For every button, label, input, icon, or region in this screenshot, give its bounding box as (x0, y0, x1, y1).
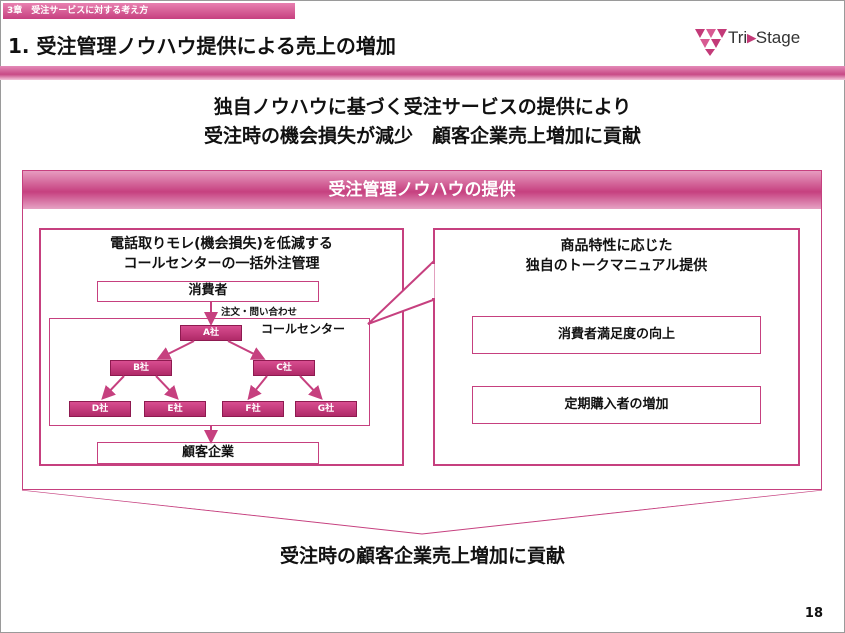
left-panel (39, 228, 404, 466)
chapter-tab: 3章 受注サービスに対する考え方 (3, 3, 295, 19)
page-title: 1. 受注管理ノウハウ提供による売上の増加 (8, 34, 396, 58)
satisfaction-box: 消費者満足度の向上 (472, 316, 761, 354)
regular-buyers-box: 定期購入者の増加 (472, 386, 761, 424)
headline-line1: 独自ノウハウに基づく受注サービスの提供により (213, 96, 632, 118)
company-f: F社 (222, 401, 284, 417)
company-d: D社 (69, 401, 131, 417)
company-c: C社 (253, 360, 315, 376)
page-number: 18 (804, 606, 823, 621)
client-company-box: 顧客企業 (97, 442, 319, 464)
logo-text-stage: Stage (755, 28, 801, 47)
company-g: G社 (295, 401, 357, 417)
consumer-box: 消費者 (97, 281, 319, 302)
main-box-title: 受注管理ノウハウの提供 (23, 171, 821, 209)
call-center-label: コールセンター (261, 322, 346, 336)
right-panel-title-line1: 商品特性に応じた (560, 238, 673, 254)
inquiry-label: 注文・問い合わせ (221, 307, 298, 318)
company-a: A社 (180, 325, 242, 341)
right-panel-title-line2: 独自のトークマニュアル提供 (525, 258, 708, 274)
headline-line2: 受注時の機会損失が減少 顧客企業売上増加に貢献 (203, 125, 641, 147)
company-b: B社 (110, 360, 172, 376)
conclusion-text: 受注時の顧客企業売上増加に貢献 (279, 545, 565, 567)
header-rule (0, 66, 845, 80)
left-panel-title-line2: コールセンターの一括外注管理 (123, 256, 320, 272)
left-panel-title-line1: 電話取りモレ(機会損失)を低減する (110, 236, 333, 252)
logo-text-tri: Tri (728, 28, 748, 47)
company-e: E社 (144, 401, 206, 417)
logo-arrow: ▸ (747, 28, 756, 47)
tristage-logo-icon (695, 29, 727, 56)
logo-text: Tri▸Stage (728, 28, 800, 48)
